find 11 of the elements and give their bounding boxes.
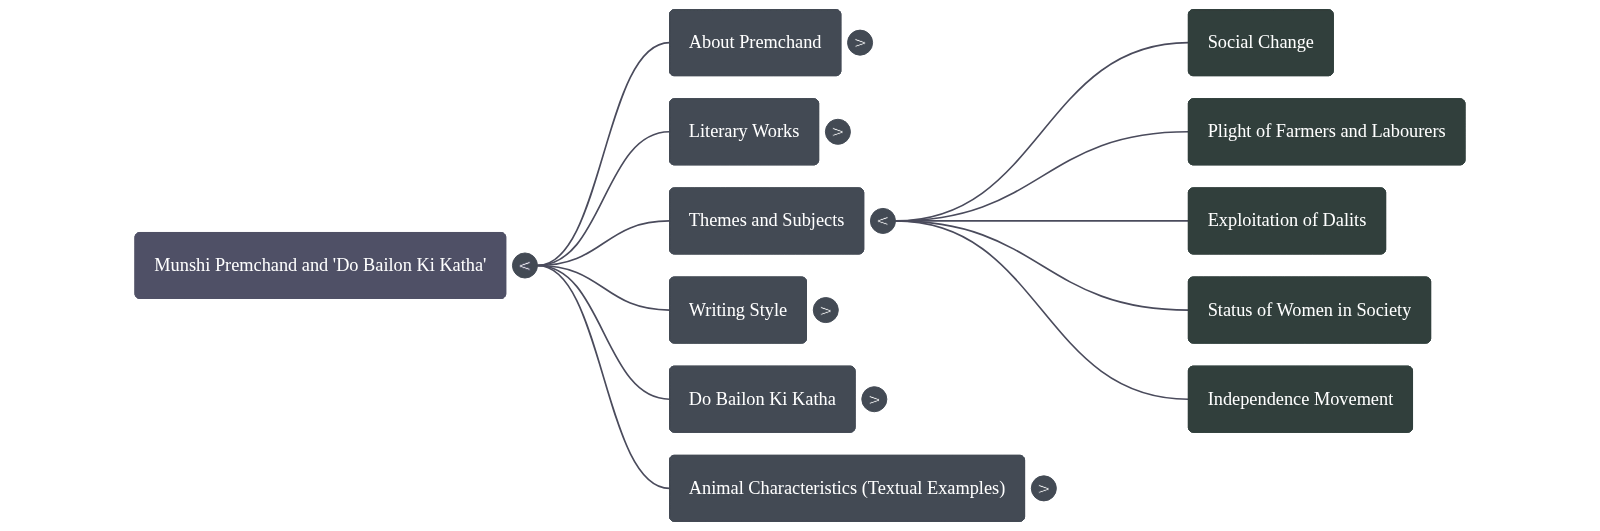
toggle-button: < — [511, 252, 538, 279]
toggle-button: > — [824, 118, 851, 145]
toggle-button: > — [847, 29, 874, 56]
toggle-button: < — [869, 207, 896, 234]
toggle-button: > — [1030, 475, 1057, 502]
toggle-button: > — [861, 386, 888, 413]
connector — [536, 41, 671, 267]
connector — [536, 264, 671, 490]
connector — [536, 130, 671, 267]
toggle-button: > — [812, 297, 839, 324]
connector — [894, 220, 1190, 401]
